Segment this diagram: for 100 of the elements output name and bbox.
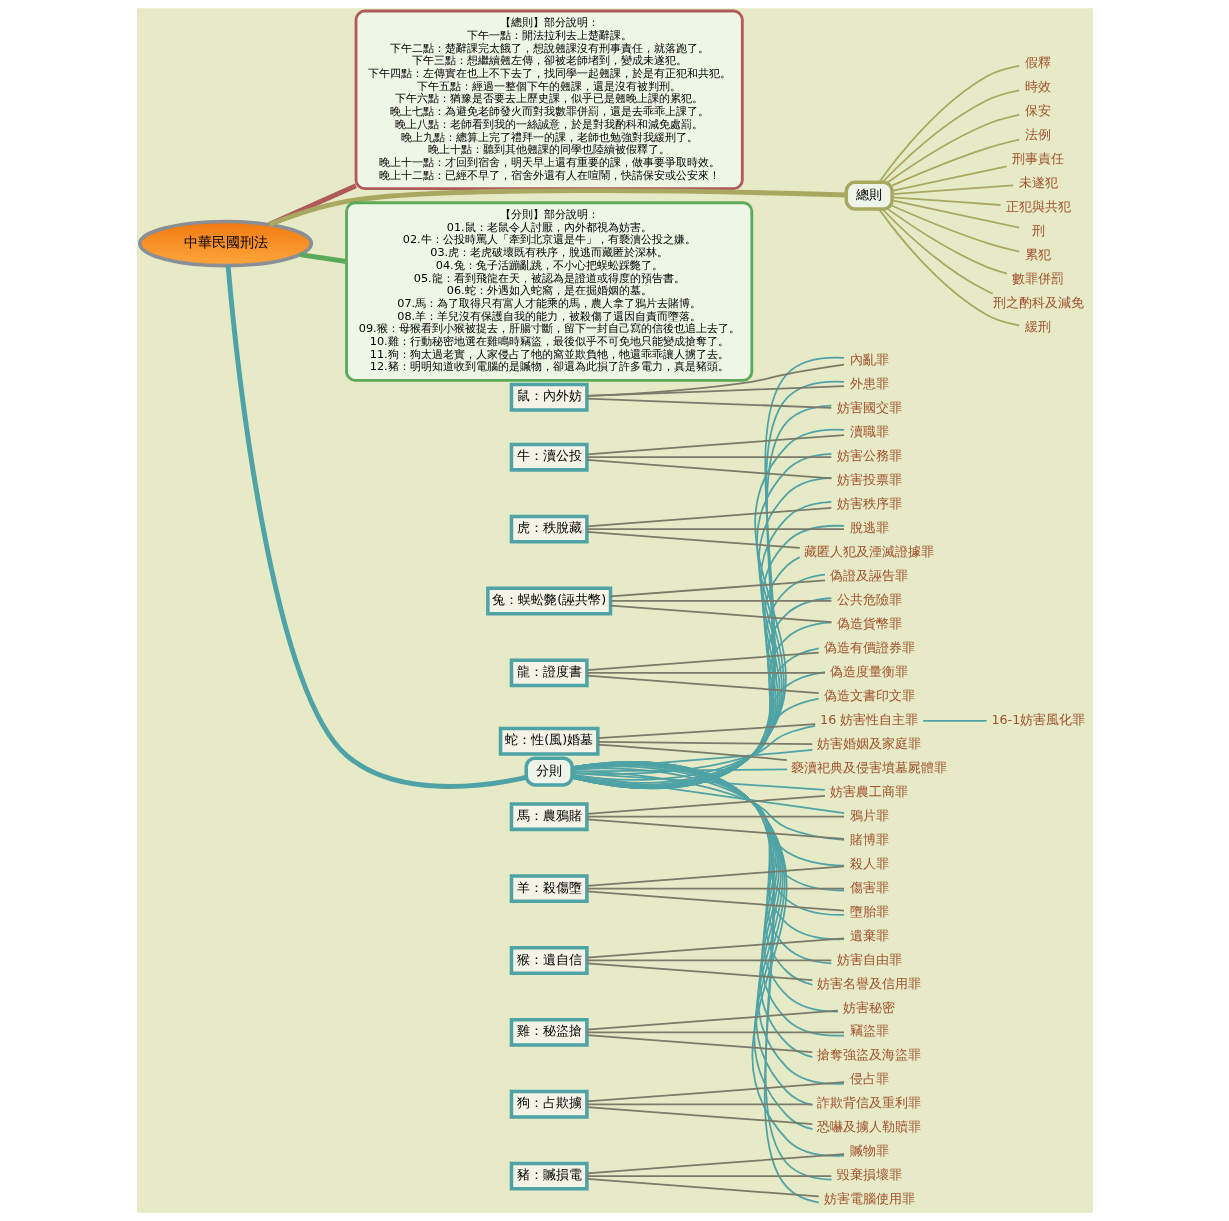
node-text: 殺人罪 bbox=[849, 855, 889, 871]
connector bbox=[585, 1175, 832, 1178]
node-text: 刑事責任 bbox=[1011, 150, 1064, 166]
node-box: 兔：蜈蚣斃(誣共幣) bbox=[485, 586, 612, 616]
node-text: 偽造文書印文罪 bbox=[823, 687, 915, 703]
connector bbox=[596, 743, 788, 761]
connector bbox=[570, 770, 845, 841]
node-text: 妨害投票罪 bbox=[836, 472, 902, 488]
connector bbox=[585, 397, 832, 409]
node-text: 內亂罪 bbox=[849, 352, 889, 368]
node-text: 偽造度量衡罪 bbox=[829, 663, 908, 679]
connector bbox=[585, 1153, 845, 1175]
node-text: 正犯與共犯 bbox=[1005, 198, 1071, 214]
node-text: 妨害公務罪 bbox=[836, 448, 902, 464]
connector bbox=[570, 761, 845, 1085]
node-text: 妨害名譽及信用罪 bbox=[816, 975, 921, 991]
node-text: 妨害婚姻及家庭罪 bbox=[816, 735, 921, 751]
node-text: 鴉片罪 bbox=[849, 807, 889, 823]
node-box: 牛：瀆公投 bbox=[509, 442, 589, 472]
connector bbox=[585, 890, 845, 912]
connector bbox=[890, 199, 1020, 229]
connector bbox=[890, 204, 1020, 253]
node-text: 偽造有價證券罪 bbox=[823, 640, 915, 656]
node-text: 詐欺背信及重利罪 bbox=[816, 1095, 921, 1111]
connector bbox=[585, 865, 845, 887]
connector bbox=[881, 208, 994, 295]
node-box: 豬：贓損電 bbox=[509, 1161, 589, 1191]
node-text: 妨害自由罪 bbox=[836, 951, 902, 967]
connector bbox=[585, 1031, 845, 1034]
connector bbox=[225, 265, 527, 789]
connector bbox=[267, 183, 357, 227]
connector bbox=[571, 725, 816, 775]
connector bbox=[881, 89, 1020, 183]
node-text: 墮胎罪 bbox=[849, 903, 889, 919]
node-ellipse: 中華民國刑法 bbox=[137, 219, 313, 268]
connector bbox=[585, 1178, 820, 1198]
node-box: 虎：秩脫藏 bbox=[509, 514, 589, 544]
connector bbox=[585, 1103, 813, 1106]
node-text: 累犯 bbox=[1024, 246, 1051, 262]
node-text: 法例 bbox=[1024, 126, 1051, 142]
node-text: 傷害罪 bbox=[849, 879, 889, 895]
node-text: 刑之酌科及減免 bbox=[992, 294, 1084, 310]
connector bbox=[585, 1106, 813, 1125]
connector bbox=[585, 959, 832, 962]
connector bbox=[585, 1034, 813, 1053]
node-text: 外患罪 bbox=[849, 376, 889, 392]
connector bbox=[609, 604, 832, 624]
node-text: 妨害秩序罪 bbox=[836, 496, 902, 512]
node-text: 16-1妨害風化罪 bbox=[990, 711, 1085, 727]
node-box: 羊：殺傷墮 bbox=[509, 874, 589, 904]
connector bbox=[609, 600, 832, 602]
connector bbox=[596, 740, 813, 746]
node-box: 雞：秘盜搶 bbox=[509, 1017, 589, 1047]
node-text: 妨害國交罪 bbox=[836, 400, 902, 416]
node-text: 賭博罪 bbox=[849, 831, 889, 847]
node-text: 褻瀆祀典及侵害墳墓屍體罪 bbox=[790, 759, 947, 775]
connector bbox=[585, 818, 845, 840]
connector bbox=[921, 719, 987, 722]
connector bbox=[570, 765, 845, 892]
connector bbox=[585, 363, 845, 397]
node-box: 總則 bbox=[844, 180, 894, 211]
connector bbox=[596, 723, 816, 740]
connector bbox=[585, 937, 845, 959]
node-text: 緩刑 bbox=[1024, 318, 1051, 334]
connector bbox=[890, 184, 1014, 195]
node-box: 龍：證度書 bbox=[509, 658, 589, 688]
connector bbox=[570, 767, 845, 867]
connector bbox=[877, 208, 1020, 327]
connector bbox=[299, 252, 347, 264]
node-text: 妨害電腦使用罪 bbox=[823, 1191, 915, 1207]
connector bbox=[585, 1081, 845, 1103]
connector bbox=[890, 165, 1008, 192]
connector bbox=[585, 434, 845, 456]
node-text: 搶奪強盜及海盜罪 bbox=[816, 1047, 921, 1063]
connector bbox=[585, 528, 845, 530]
node-text: 假釋 bbox=[1024, 54, 1051, 70]
connector bbox=[886, 208, 1008, 275]
node-box: 鼠：內外妨 bbox=[509, 382, 589, 412]
node-text: 竊盜罪 bbox=[849, 1023, 889, 1039]
node-box: 蛇：性(風)婚墓 bbox=[498, 726, 600, 756]
node-text: 公共危險罪 bbox=[836, 592, 902, 608]
node-box: 分則 bbox=[524, 756, 574, 787]
connector bbox=[585, 651, 820, 671]
connector bbox=[877, 65, 1020, 184]
node-text: 16 妨害性自主罪 bbox=[819, 711, 918, 727]
node-box: 馬：農鴉賭 bbox=[509, 802, 589, 832]
connector bbox=[585, 1009, 839, 1031]
node-text: 未遂犯 bbox=[1018, 174, 1058, 190]
connector bbox=[886, 114, 1020, 184]
connector bbox=[570, 773, 845, 815]
node-text: 刑 bbox=[1031, 222, 1045, 238]
node-text: 偽證及誣告罪 bbox=[829, 568, 908, 584]
node-box: 猴：遺自信 bbox=[509, 946, 589, 975]
connector bbox=[890, 196, 1001, 206]
node-text: 侵占罪 bbox=[849, 1071, 889, 1087]
connector bbox=[585, 385, 845, 397]
node-text: 恐嚇及擄人勒贖罪 bbox=[816, 1119, 921, 1135]
connector bbox=[585, 672, 826, 674]
connector bbox=[609, 579, 826, 598]
connector bbox=[585, 531, 801, 549]
